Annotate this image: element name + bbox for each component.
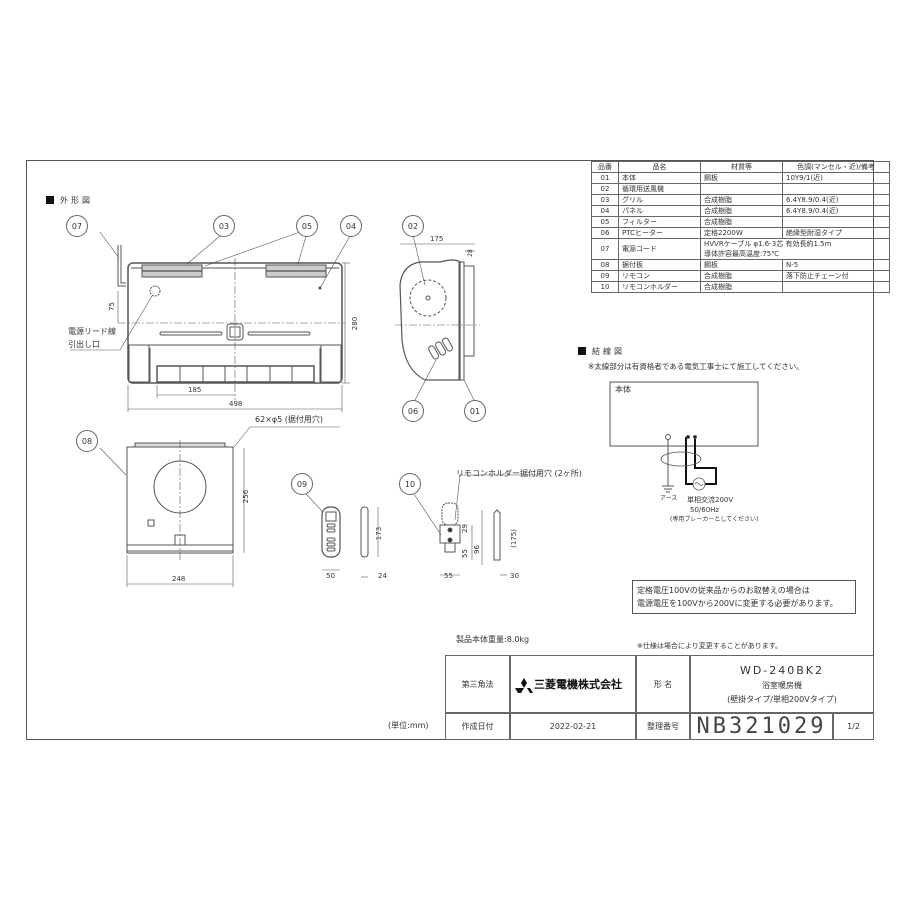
page-number: 1/2 (833, 713, 874, 740)
notice-box: 定格電圧100Vの従来品からのお取替えの場合は 電源電圧を100Vから200Vに… (632, 580, 856, 614)
drawing-number: NB321029 (690, 713, 833, 740)
cell: HVVRケーブル φ1.6-3芯 有効長約1.5m (700, 238, 890, 249)
square-bullet-icon (578, 347, 586, 355)
balloon-09: 09 (291, 473, 313, 495)
dim-55: 55 (444, 572, 453, 580)
balloon-08: 08 (76, 430, 98, 452)
model-cell: WD-240BK2 浴室暖房機 (壁掛タイプ/単相200Vタイプ) (690, 655, 874, 713)
dim-24: 24 (378, 572, 387, 580)
dim-28: 28 (466, 249, 474, 257)
balloon-06: 06 (402, 400, 424, 422)
model-label: 形 名 (636, 655, 690, 713)
balloon-10: 10 (399, 473, 421, 495)
dim-248: 248 (172, 575, 186, 583)
balloon-03: 03 (213, 215, 235, 237)
balloon-02: 02 (402, 215, 424, 237)
wiring-note: ※太線部分は有資格者である電気工事士にて施工してください。 (588, 362, 804, 371)
balloon-01: 01 (464, 400, 486, 422)
section-exterior-label: 外形図 (60, 196, 93, 205)
unit-label: (単位:mm) (388, 721, 429, 730)
dim-280: 280 (351, 316, 360, 331)
mitsubishi-logo-icon (515, 678, 533, 693)
drawing-no-label: 整理番号 (636, 713, 690, 740)
cell: リモコンホルダー (618, 281, 701, 293)
supply-frequency: 50/60Hz (690, 506, 720, 514)
dim-173: 173 (375, 526, 384, 541)
notice-line: 定格電圧100Vの従来品からのお取替えの場合は (637, 586, 810, 595)
dim-256: 256 (242, 489, 251, 504)
dim-175-holder: (175) (509, 529, 518, 548)
cell: 絶縁型耐湿タイプ (782, 227, 890, 239)
dim-30: 30 (510, 572, 519, 580)
holes-label: 62×φ5 (据付用穴) (255, 415, 324, 424)
dim-75: 75 (107, 302, 116, 311)
dim-96: 96 (472, 545, 481, 554)
dim-498: 498 (229, 400, 243, 408)
product-name: 浴室暖房機 (762, 680, 802, 690)
cell: 10 (591, 281, 619, 293)
lead-label: 電源リード線 (68, 327, 116, 336)
cell (782, 281, 890, 293)
balloon-07: 07 (66, 215, 88, 237)
notice-line: 電源電圧を100Vから200Vに変更する必要があります。 (637, 599, 838, 608)
date-label: 作成日付 (445, 713, 510, 740)
breaker-note: (専用ブレーカーとしてください) (670, 516, 759, 523)
date-value: 2022-02-21 (510, 713, 636, 740)
lead-label: 引出し口 (68, 340, 100, 349)
wiring-body-label: 本体 (615, 385, 631, 394)
balloon-04: 04 (340, 215, 362, 237)
title-block: 第三角法 三菱電機株式会社 形 名 WD-240BK2 浴室暖房機 (壁掛タイプ… (445, 655, 874, 740)
section-wiring-label: 結線図 (592, 347, 625, 356)
spec-note: ※仕様は場合により変更することがあります。 (637, 642, 783, 650)
company-name: 三菱電機株式会社 (510, 655, 636, 713)
holder-hole-label: リモコンホルダー据付用穴 (2ヶ所) (456, 469, 582, 478)
projection-cell: 第三角法 (445, 655, 510, 713)
dim-185: 185 (188, 386, 202, 394)
dim-55v: 55 (460, 549, 469, 558)
dim-29: 29 (460, 524, 469, 533)
weight-label: 製品本体重量:8.0kg (456, 635, 530, 644)
supply-voltage: 単相交流200V (687, 496, 734, 504)
product-type: (壁掛タイプ/単相200Vタイプ) (727, 694, 837, 704)
balloon-05: 05 (296, 215, 318, 237)
dim-175: 175 (430, 235, 444, 243)
dim-50: 50 (326, 572, 335, 580)
section-wiring: 結線図 (578, 347, 625, 356)
cell: 合成樹脂 (700, 281, 783, 293)
model-number: WD-240BK2 (739, 663, 825, 677)
section-exterior: 外形図 (46, 196, 93, 205)
earth-label: アース (660, 495, 678, 502)
square-bullet-icon (46, 196, 54, 204)
